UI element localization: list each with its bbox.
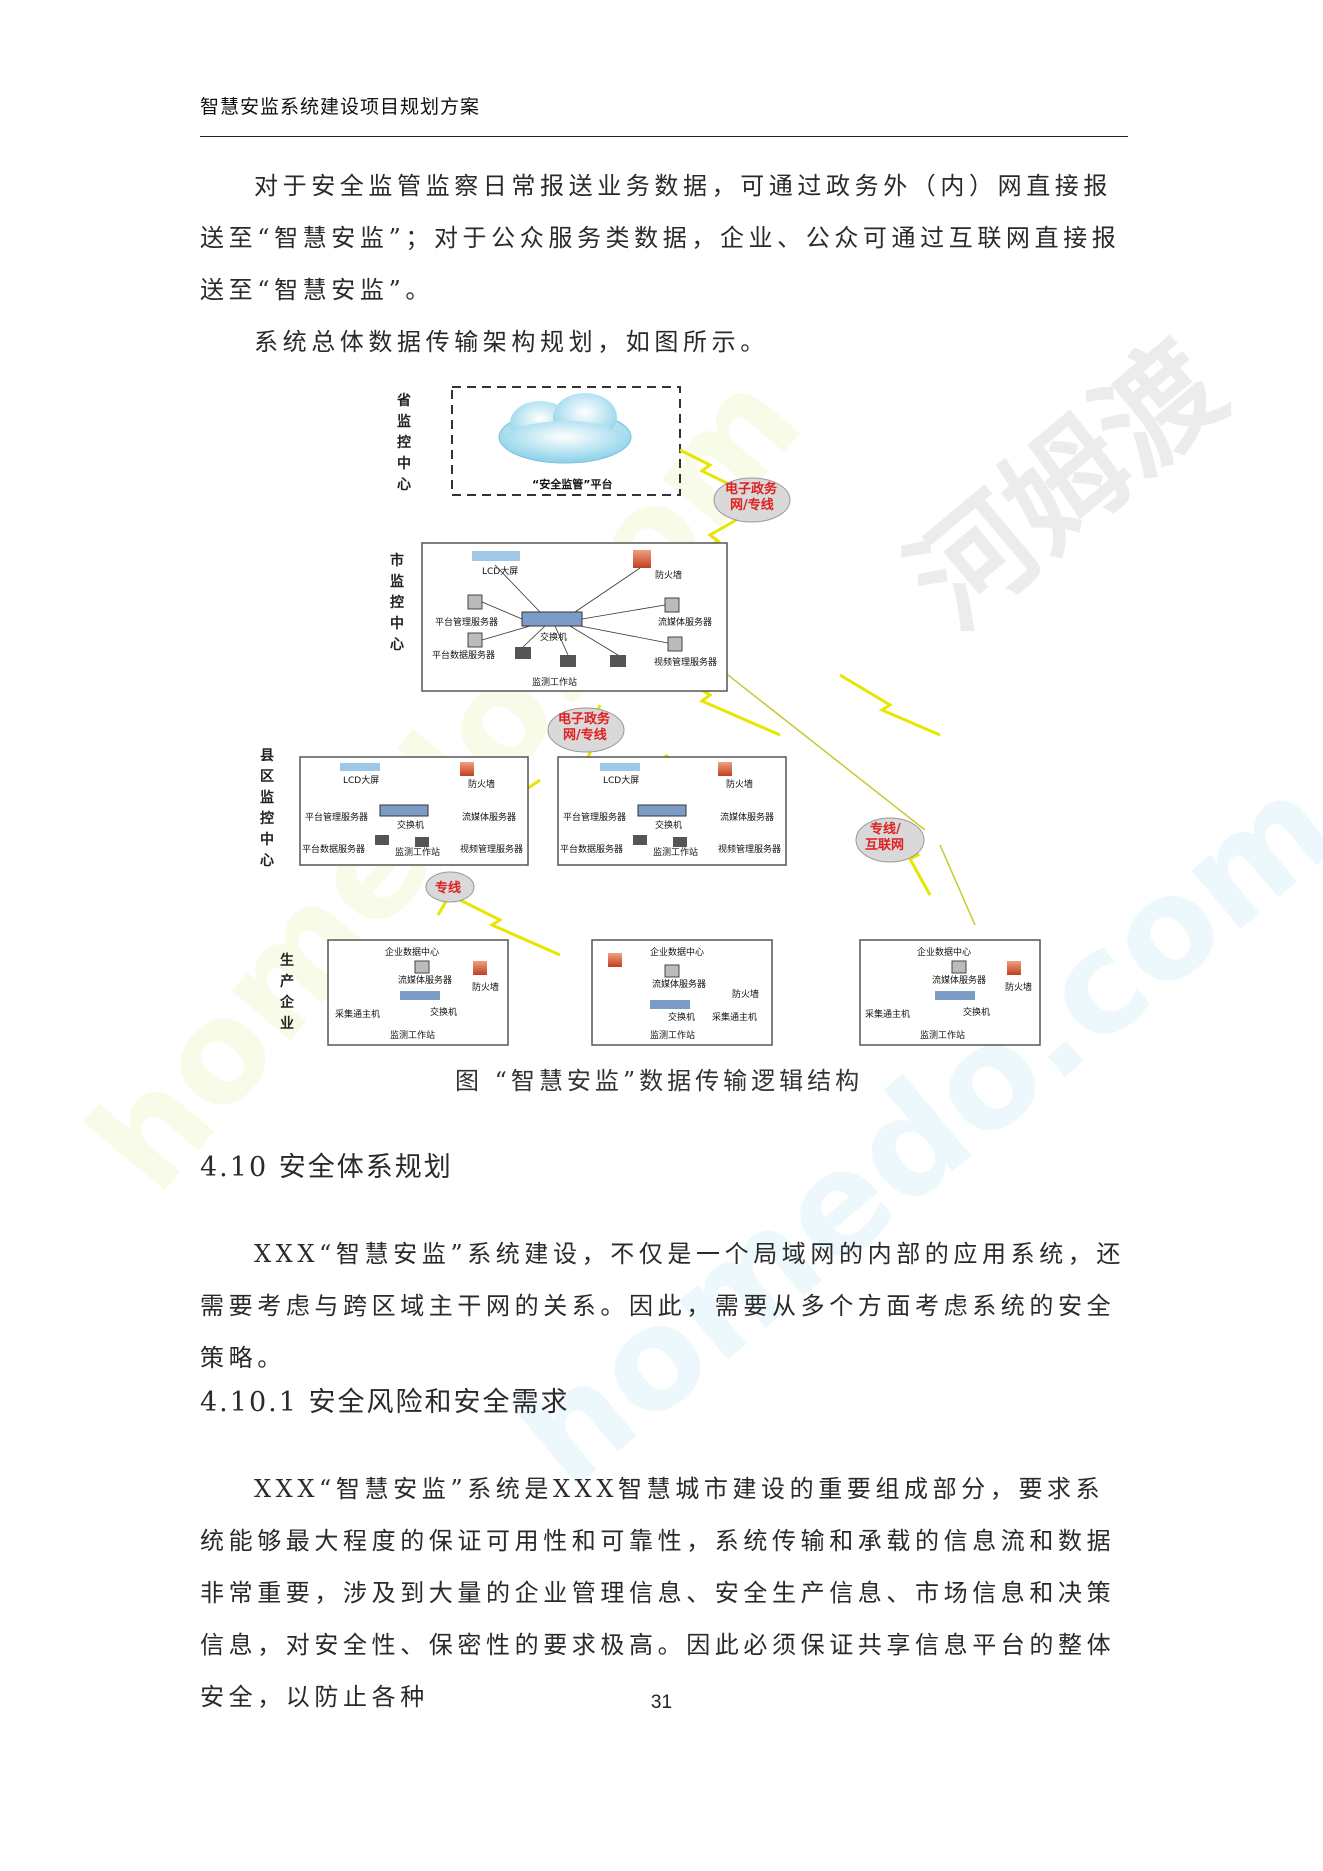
svg-text:监测工作站: 监测工作站 xyxy=(653,846,698,858)
svg-text:防火墙: 防火墙 xyxy=(655,569,682,581)
svg-text:监测工作站: 监测工作站 xyxy=(390,1029,435,1041)
svg-text:交换机: 交换机 xyxy=(540,631,567,643)
paragraph: 对于安全监管监察日常报送业务数据，可通过政务外（内）网直接报送至“智慧安监”；对… xyxy=(200,172,1121,304)
svg-text:交换机: 交换机 xyxy=(963,1006,990,1018)
level-label: 县区监控中心 xyxy=(260,748,274,869)
svg-text:流媒体服务器: 流媒体服务器 xyxy=(462,811,516,823)
section-heading: 4.10 安全体系规划 xyxy=(200,1152,453,1183)
svg-text:视频管理服务器: 视频管理服务器 xyxy=(718,843,781,855)
platform-label: “安全监管”平台 xyxy=(532,477,612,491)
svg-text:流媒体服务器: 流媒体服务器 xyxy=(658,616,712,628)
province-box xyxy=(451,386,681,496)
paragraph: XXX“智慧安监”系统是XXX智慧城市建设的重要组成部分，要求系统能够最大程度的… xyxy=(200,1475,1116,1711)
svg-text:防火墙: 防火墙 xyxy=(732,988,759,1000)
level-label: 生产企业 xyxy=(279,952,295,1032)
svg-text:流媒体服务器: 流媒体服务器 xyxy=(652,978,706,990)
paragraph: XXX“智慧安监”系统建设，不仅是一个局域网的内部的应用系统，还需要考虑与跨区域… xyxy=(200,1240,1125,1372)
enterprise-box-3: 企业数据中心 流媒体服务器 防火墙 交换机 采集通主机 监测工作站 xyxy=(859,939,1041,1046)
svg-text:专线/: 专线/ xyxy=(870,821,901,837)
svg-text:防火墙: 防火墙 xyxy=(726,778,753,790)
svg-text:流媒体服务器: 流媒体服务器 xyxy=(932,974,986,986)
svg-text:企业数据中心: 企业数据中心 xyxy=(917,946,971,958)
svg-text:平台数据服务器: 平台数据服务器 xyxy=(302,843,365,855)
svg-text:平台管理服务器: 平台管理服务器 xyxy=(435,616,498,628)
svg-text:防火墙: 防火墙 xyxy=(468,778,495,790)
svg-text:网/专线: 网/专线 xyxy=(730,497,774,513)
svg-text:交换机: 交换机 xyxy=(668,1011,695,1023)
svg-text:LCD大屏: LCD大屏 xyxy=(343,774,379,786)
svg-text:LCD大屏: LCD大屏 xyxy=(603,774,639,786)
svg-text:交换机: 交换机 xyxy=(397,819,424,831)
city-center: LCD大屏 防火墙 交换机 平台管理服务器 平台数据服务器 流媒体服务器 视频管… xyxy=(421,542,728,692)
svg-text:平台管理服务器: 平台管理服务器 xyxy=(305,811,368,823)
svg-text:监测工作站: 监测工作站 xyxy=(395,846,440,858)
egov-cloud-top: 电子政务 网/专线 xyxy=(713,477,791,523)
svg-text:交换机: 交换机 xyxy=(430,1006,457,1018)
svg-text:网/专线: 网/专线 xyxy=(563,727,607,743)
cloud-icon xyxy=(498,393,632,464)
header-rule xyxy=(200,136,1128,137)
svg-text:平台管理服务器: 平台管理服务器 xyxy=(563,811,626,823)
svg-text:专线: 专线 xyxy=(435,880,461,896)
link-lines xyxy=(436,448,941,957)
svg-text:交换机: 交换机 xyxy=(655,819,682,831)
dedicated-internet-cloud: 专线/ 互联网 xyxy=(855,817,925,863)
enterprise-box-1: 企业数据中心 流媒体服务器 防火墙 交换机 采集通主机 监测工作站 xyxy=(327,939,509,1046)
svg-text:平台数据服务器: 平台数据服务器 xyxy=(560,843,623,855)
paragraph: 系统总体数据传输架构规划，如图所示。 xyxy=(254,328,769,356)
enterprise-box-2: 企业数据中心 流媒体服务器 防火墙 交换机 采集通主机 监测工作站 xyxy=(591,939,773,1046)
subsection-heading: 4.10.1 安全风险和安全需求 xyxy=(200,1387,570,1418)
svg-text:电子政务: 电子政务 xyxy=(558,711,611,727)
svg-text:企业数据中心: 企业数据中心 xyxy=(650,946,704,958)
level-label: 市监控中心 xyxy=(390,552,404,653)
svg-text:视频管理服务器: 视频管理服务器 xyxy=(460,843,523,855)
county-center-right: LCD大屏 防火墙 交换机 平台管理服务器 平台数据服务器 流媒体服务器 视频管… xyxy=(557,756,787,866)
svg-text:采集通主机: 采集通主机 xyxy=(712,1011,757,1023)
level-label: 省监控中心 xyxy=(396,392,411,493)
svg-text:互联网: 互联网 xyxy=(865,838,904,853)
page-number: 31 xyxy=(650,1692,673,1713)
svg-text:流媒体服务器: 流媒体服务器 xyxy=(398,974,452,986)
svg-text:防火墙: 防火墙 xyxy=(1005,981,1032,993)
svg-text:LCD大屏: LCD大屏 xyxy=(482,565,518,577)
egov-cloud-middle: 电子政务 网/专线 xyxy=(547,707,625,753)
svg-text:监测工作站: 监测工作站 xyxy=(532,676,577,688)
svg-text:视频管理服务器: 视频管理服务器 xyxy=(654,656,717,668)
svg-text:采集通主机: 采集通主机 xyxy=(335,1008,380,1020)
county-center-left: LCD大屏 防火墙 交换机 平台管理服务器 平台数据服务器 流媒体服务器 视频管… xyxy=(299,756,529,866)
svg-text:平台数据服务器: 平台数据服务器 xyxy=(432,649,495,661)
svg-text:防火墙: 防火墙 xyxy=(472,981,499,993)
svg-text:采集通主机: 采集通主机 xyxy=(865,1008,910,1020)
figure-caption: 图 “智慧安监”数据传输逻辑结构 xyxy=(455,1067,864,1095)
svg-text:监测工作站: 监测工作站 xyxy=(920,1029,965,1041)
svg-text:企业数据中心: 企业数据中心 xyxy=(385,946,439,958)
running-header: 智慧安监系统建设项目规划方案 xyxy=(200,96,481,118)
svg-text:监测工作站: 监测工作站 xyxy=(650,1029,695,1041)
svg-text:电子政务: 电子政务 xyxy=(725,481,778,497)
svg-text:流媒体服务器: 流媒体服务器 xyxy=(720,811,774,823)
data-transmission-diagram: 省监控中心 市监控中心 县区监控中心 生产企业 “安全监管”平台 电子政务 网/… xyxy=(260,386,1041,1046)
dedicated-cloud: 专线 xyxy=(425,871,475,903)
